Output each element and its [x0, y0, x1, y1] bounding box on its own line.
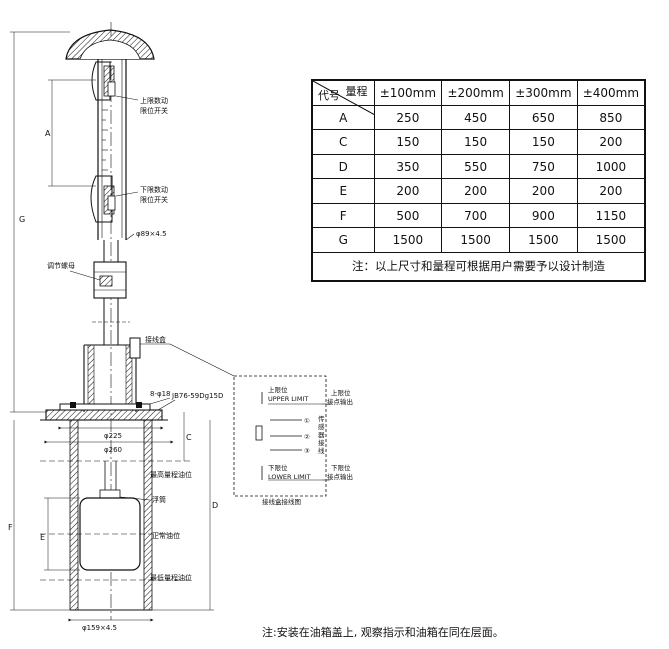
- junction-box-label: 接线盒: [145, 335, 166, 344]
- table-cell: 200: [373, 178, 443, 204]
- wiring-caption: 接线盒接线图: [262, 497, 301, 506]
- table-cell: 750: [509, 153, 578, 180]
- indicator-tube: [97, 59, 127, 240]
- table-row: D 350 550 750 1000: [311, 153, 646, 180]
- table-cell: 450: [441, 104, 510, 131]
- adjust-nut-label: 调节螺母: [47, 261, 75, 270]
- table-corner-cell: 量程 代号: [311, 79, 375, 115]
- upper-limit-switch: [91, 61, 139, 101]
- outer-tube: [40, 419, 190, 611]
- lower-limit-switch: [90, 175, 139, 223]
- table-header-row: 量程 代号 ±100mm ±200mm ±300mm ±400mm: [311, 79, 646, 115]
- bottom-note: 注:安装在油箱盖上, 观察指示和油箱在同在层面。: [262, 626, 504, 639]
- normal-oil-label: 正常油位: [152, 531, 180, 540]
- row-code: G: [311, 227, 375, 253]
- table-cell: 1150: [576, 202, 646, 229]
- mounting-flange: [40, 397, 176, 421]
- table-cell: 200: [576, 178, 646, 204]
- table-cell: 200: [441, 178, 510, 204]
- upper-switch-label-1: 上限数动: [140, 96, 168, 105]
- table-cell: 650: [509, 104, 578, 131]
- table-cell: 200: [509, 178, 578, 204]
- table-note: 注：以上尺寸和量程可根据用户需要予以设计制造: [311, 251, 646, 282]
- table-row: A 250 450 650 850: [311, 104, 646, 131]
- row-code: E: [311, 178, 375, 204]
- pipe-diameter-label: φ89×4.5: [136, 230, 167, 238]
- table-cell: 1500: [509, 227, 578, 253]
- sensor-4: 接: [318, 438, 325, 447]
- column-header: ±100mm: [373, 79, 443, 106]
- corner-top-label: 量程: [345, 85, 368, 98]
- table-cell: 550: [441, 153, 510, 180]
- table-cell: 850: [576, 104, 646, 131]
- dim-G: G: [19, 215, 25, 224]
- terminal-3: ③: [304, 447, 310, 455]
- upper-output-1: 上限位: [331, 388, 351, 397]
- upper-output-2: 接点输出: [327, 397, 353, 406]
- table-cell: 500: [373, 202, 443, 229]
- upper-limit-cn: 上限位: [268, 385, 288, 394]
- table-cell: 350: [373, 153, 443, 180]
- lower-switch-label-1: 下限数动: [140, 185, 168, 194]
- dome-cap: [65, 29, 155, 60]
- table-cell: 700: [441, 202, 510, 229]
- sensor-3: 器: [318, 431, 325, 439]
- max-oil-label: 最高量程油位: [150, 470, 192, 479]
- lower-limit-en: LOWER LIMIT: [268, 473, 311, 481]
- table-cell: 1500: [441, 227, 510, 253]
- terminal-2: ②: [304, 433, 310, 441]
- dim-D: D: [212, 501, 218, 510]
- table-cell: 250: [373, 104, 443, 131]
- table-cell: 200: [576, 129, 646, 155]
- adjust-nut: [69, 261, 127, 299]
- table-row: F 500 700 900 1150: [311, 202, 646, 229]
- table-row: E 200 200 200 200: [311, 178, 646, 204]
- row-code: D: [311, 153, 375, 180]
- table-cell: 150: [373, 129, 443, 155]
- upper-switch-label-2: 限位开关: [140, 106, 168, 115]
- lower-switch-label-2: 限位开关: [140, 195, 168, 204]
- connecting-pipe: [92, 240, 130, 345]
- terminal-1: ①: [304, 417, 310, 425]
- sensor-5: 线: [318, 446, 325, 455]
- table-cell: 1500: [373, 227, 443, 253]
- flange-standard-label: JB76-59Dg15D: [171, 392, 223, 400]
- outer-diameter-label: φ159×4.5: [82, 624, 117, 632]
- bolts-label: 8-φ18: [150, 390, 171, 398]
- row-code: C: [311, 129, 375, 155]
- phi225-label: φ225: [104, 432, 122, 440]
- table-cell: 150: [509, 129, 578, 155]
- spec-table: 量程 代号 ±100mm ±200mm ±300mm ±400mm A 250 …: [311, 79, 646, 282]
- table-row: G 1500 1500 1500 1500: [311, 227, 646, 253]
- column-header: ±200mm: [441, 79, 510, 106]
- table-cell: 1500: [576, 227, 646, 253]
- wiring-diagram: [233, 375, 330, 497]
- phi260-label: φ260: [104, 446, 122, 454]
- table-cell: 150: [441, 129, 510, 155]
- lower-output-2: 接点输出: [327, 472, 353, 481]
- float-label: 浮筒: [152, 495, 166, 504]
- column-header: ±300mm: [509, 79, 578, 106]
- junction-box: [83, 337, 170, 412]
- table-row: C 150 150 150 200: [311, 129, 646, 155]
- dim-E: E: [40, 533, 45, 542]
- column-header: ±400mm: [576, 79, 646, 106]
- table-note-row: 注：以上尺寸和量程可根据用户需要予以设计制造: [311, 251, 646, 282]
- sensor-1: 传: [318, 414, 325, 423]
- dim-F: F: [8, 523, 13, 532]
- table-cell: 1000: [576, 153, 646, 180]
- corner-bottom-label: 代号: [318, 88, 340, 102]
- float: [40, 461, 180, 571]
- row-code: F: [311, 202, 375, 229]
- sensor-2: 感: [318, 422, 325, 431]
- dim-C: C: [186, 433, 192, 442]
- min-oil-label: 最低量程油位: [150, 573, 192, 582]
- dim-A: A: [45, 129, 51, 138]
- table-cell: 900: [509, 202, 578, 229]
- lower-output-1: 下限位: [331, 463, 351, 472]
- upper-limit-en: UPPER LIMIT: [268, 395, 308, 403]
- lower-limit-cn: 下限位: [268, 463, 288, 472]
